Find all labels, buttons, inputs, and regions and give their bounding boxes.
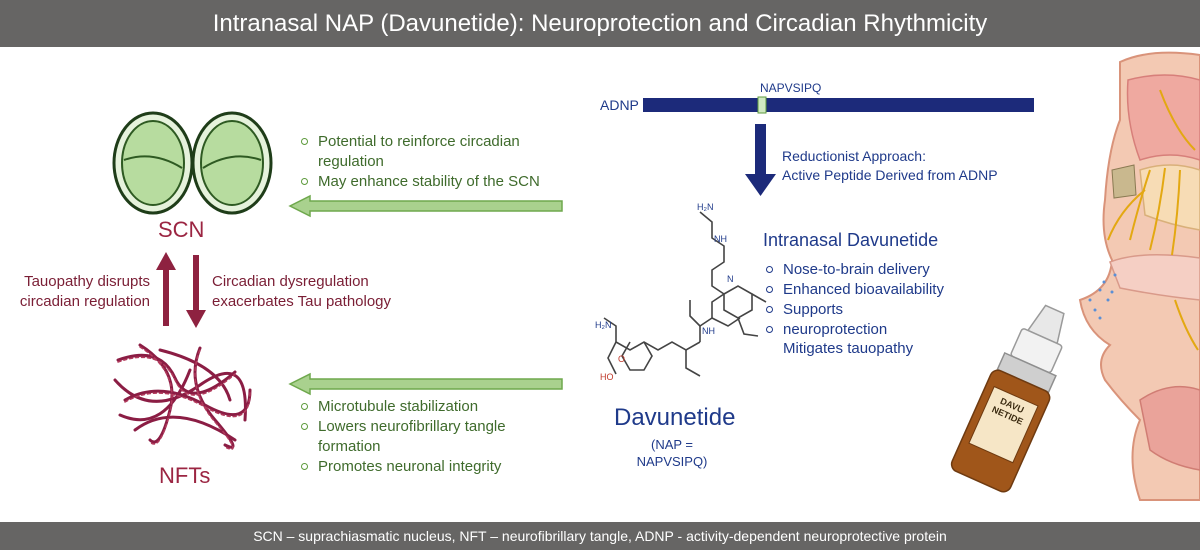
tauopathy-disrupts-text: Tauopathy disrupts circadian regulation	[18, 272, 150, 312]
circadian-dysregulation-text: Circadian dysregulation exacerbates Tau …	[212, 272, 391, 312]
nft-tangle-illustration	[113, 343, 252, 450]
list-item: Potential to reinforce circadian regulat…	[298, 132, 540, 172]
list-item: Lowers neurofibrillary tangle formation	[298, 417, 506, 457]
molecule-heteroatoms: H₂N NH N NH O H₂N HO	[595, 202, 734, 382]
molecule-atom-nh-2: NH	[702, 326, 715, 336]
intranasal-benefits-list: Nose-to-brain delivery Enhanced bioavail…	[763, 260, 944, 340]
molecule-atom-nh-1: NH	[714, 234, 727, 244]
green-arrow-scn	[288, 194, 563, 218]
reductionist-arrow	[745, 124, 776, 196]
scn-label: SCN	[158, 217, 205, 242]
tauopathy-line1: Tauopathy disrupts	[24, 273, 150, 290]
list-item: Microtubule stabilization	[298, 397, 506, 417]
circadian-line2: exacerbates Tau pathology	[212, 293, 392, 310]
page-title: Intranasal NAP (Davunetide): Neuroprotec…	[212, 9, 988, 37]
davunetide-molecule	[603, 211, 767, 377]
nasal-spray-bottle	[950, 304, 1065, 493]
list-item: Enhanced bioavailability	[763, 280, 944, 300]
nfts-label: NFTs	[159, 463, 211, 488]
nft-bullet-2-line1: Lowers neurofibrillary tangle	[318, 418, 506, 435]
molecule-atom-h2n-1: H₂N	[697, 202, 714, 212]
scn-bullet-1-line2: regulation	[318, 153, 384, 170]
molecule-atom-h2n-2: H₂N	[595, 320, 612, 330]
list-item: Nose-to-brain delivery	[763, 260, 944, 280]
molecule-atom-o: O	[618, 354, 625, 364]
reductionist-line2: Active Peptide Derived from ADNP	[782, 167, 998, 183]
footer-bar: SCN – suprachiasmatic nucleus, NFT – neu…	[0, 522, 1200, 550]
molecule-atom-ho: HO	[600, 372, 614, 382]
list-item: neuroprotection	[763, 320, 944, 340]
nft-bullet-3-line1: Promotes neuronal integrity	[318, 458, 502, 475]
abbreviations-footnote: SCN – suprachiasmatic nucleus, NFT – neu…	[253, 528, 947, 544]
nft-bullet-2-line2: formation	[318, 438, 381, 455]
scn-benefits-list: Potential to reinforce circadian regulat…	[298, 132, 540, 192]
circadian-line1: Circadian dysregulation	[212, 273, 369, 290]
napvsipq-segment-label: NAPVSIPQ	[760, 81, 822, 95]
davunetide-label: Davunetide	[614, 404, 736, 431]
reductionist-approach-text: Reductionist Approach: Active Peptide De…	[782, 147, 998, 185]
reductionist-line1: Reductionist Approach:	[782, 148, 926, 164]
list-item: Supports	[763, 300, 944, 320]
davunetide-sublabel: (NAP = NAPVSIPQ)	[612, 436, 732, 470]
scn-illustration	[112, 111, 273, 215]
tauopathy-line2: circadian regulation	[19, 293, 150, 310]
head-anatomy-illustration	[1078, 51, 1200, 501]
adnp-label: ADNP	[600, 97, 639, 113]
scn-bullet-2-line1: May enhance stability of the SCN	[318, 173, 540, 190]
scn-bullet-1-line1: Potential to reinforce circadian	[318, 133, 520, 150]
nft-bullet-1-line1: Microtubule stabilization	[318, 398, 479, 415]
list-item: May enhance stability of the SCN	[298, 172, 540, 192]
mitigates-tauopathy-text: Mitigates tauopathy	[783, 340, 914, 357]
molecule-atom-n: N	[727, 274, 734, 284]
tau-circadian-arrows	[156, 252, 206, 328]
adnp-protein-bar	[643, 96, 1034, 114]
green-arrow-nft	[288, 372, 563, 396]
title-bar: Intranasal NAP (Davunetide): Neuroprotec…	[0, 0, 1200, 47]
list-item: Promotes neuronal integrity	[298, 457, 506, 477]
davunetide-sub-line1: (NAP =	[650, 437, 694, 452]
intranasal-davunetide-title: Intranasal Davunetide	[763, 230, 939, 250]
davunetide-sub-line2: NAPVSIPQ)	[636, 454, 708, 469]
nft-benefits-list: Microtubule stabilization Lowers neurofi…	[298, 397, 506, 477]
